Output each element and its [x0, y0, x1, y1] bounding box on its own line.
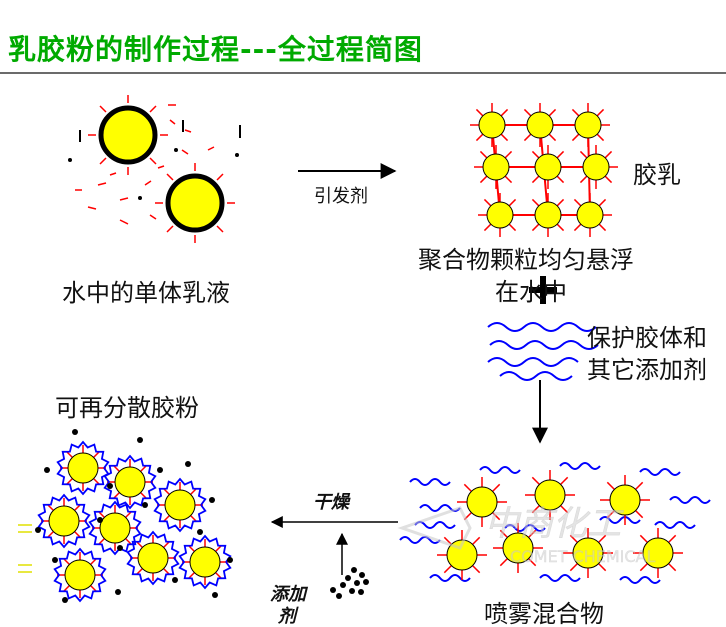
monomer-dashes: [75, 104, 215, 225]
colloid-wave: [479, 466, 521, 474]
additive-dots: [330, 567, 369, 599]
protective-label-line2: 其它添加剂: [587, 356, 707, 384]
latex-lattice: [470, 103, 618, 237]
powder-particle: [53, 547, 107, 603]
monomer-droplet: [88, 95, 168, 175]
powder-particle: [153, 477, 207, 533]
powder-side-marks: [18, 524, 32, 573]
spray-particle: [493, 523, 543, 573]
colloid-coat: [178, 534, 232, 590]
colloid-coat: [37, 493, 91, 549]
additive-label-line1: 添加: [270, 584, 306, 605]
title-rule: [0, 72, 726, 74]
monomer-droplets: [68, 95, 241, 243]
initiator-label: 引发剂: [314, 186, 368, 207]
colloid-coat: [53, 547, 107, 603]
colloid-wave: [559, 462, 601, 470]
powder-particle: [37, 493, 91, 549]
colloid-wave: [539, 574, 581, 582]
colloid-wave: [429, 574, 471, 582]
latex-particle: [470, 103, 514, 147]
colloid-coat: [126, 530, 180, 586]
protective-label-line1: 保护胶体和: [587, 324, 707, 352]
colloid-wave: [639, 468, 681, 476]
powder-particle: [178, 534, 232, 590]
watermark-logo: 中商化工 COMET CHEMICAL: [397, 504, 656, 566]
powder-particle: [103, 454, 157, 510]
latex-particle: [526, 193, 570, 237]
spray-particle: [600, 475, 650, 525]
powder-particle: [88, 500, 142, 556]
colloid-wave: [669, 496, 711, 504]
protective-colloid-waves: [487, 322, 599, 381]
latex-particle: [568, 193, 612, 237]
colloid-wave: [399, 536, 441, 544]
suspension-label-line2: 在水中: [495, 278, 567, 306]
spray-mixture: [399, 462, 711, 584]
redispersible-powder: [18, 429, 233, 603]
latex-particle: [566, 103, 610, 147]
colloid-coat: [88, 500, 142, 556]
redispersible-label: 可再分散胶粉: [55, 394, 199, 422]
powder-dots: [35, 429, 233, 603]
latex-particle: [474, 145, 518, 189]
suspension-label-line1: 聚合物颗粒均匀悬浮: [418, 246, 634, 274]
colloid-coat: [56, 440, 110, 496]
spray-particle: [437, 530, 487, 580]
monomer-emulsion-label: 水中的单体乳液: [62, 279, 230, 307]
plus-icon: [529, 276, 557, 304]
monomer-dots: [68, 148, 239, 200]
spray-mix-label: 喷雾混合物: [484, 600, 604, 627]
spray-particle: [563, 528, 613, 578]
colloid-wave: [654, 521, 696, 529]
colloid-coat: [103, 454, 157, 510]
latex-particle: [478, 193, 522, 237]
colloid-wave: [599, 516, 641, 524]
latex-particle: [574, 145, 618, 189]
colloid-wave: [619, 576, 661, 584]
monomer-droplet: [155, 163, 235, 243]
colloid-wave: [504, 524, 546, 532]
powder-particle: [56, 440, 110, 496]
latex-particle: [526, 145, 570, 189]
monomer-ticks: [79, 120, 241, 142]
drying-label: 干燥: [313, 492, 349, 513]
latex-label: 胶乳: [633, 161, 681, 189]
colloid-coat: [153, 477, 207, 533]
colloid-wave: [409, 478, 451, 486]
latex-particle: [518, 103, 562, 147]
powder-particle: [126, 530, 180, 586]
page-title: 乳胶粉的制作过程---全过程简图: [8, 33, 423, 66]
additive-label-line2: 剂: [278, 606, 296, 627]
svg-text:中商化工: 中商化工: [485, 504, 624, 544]
svg-text:COMET CHEMICAL: COMET CHEMICAL: [510, 547, 655, 566]
spray-particle: [457, 477, 507, 527]
spray-particle: [633, 528, 683, 578]
spray-particle: [525, 470, 575, 520]
